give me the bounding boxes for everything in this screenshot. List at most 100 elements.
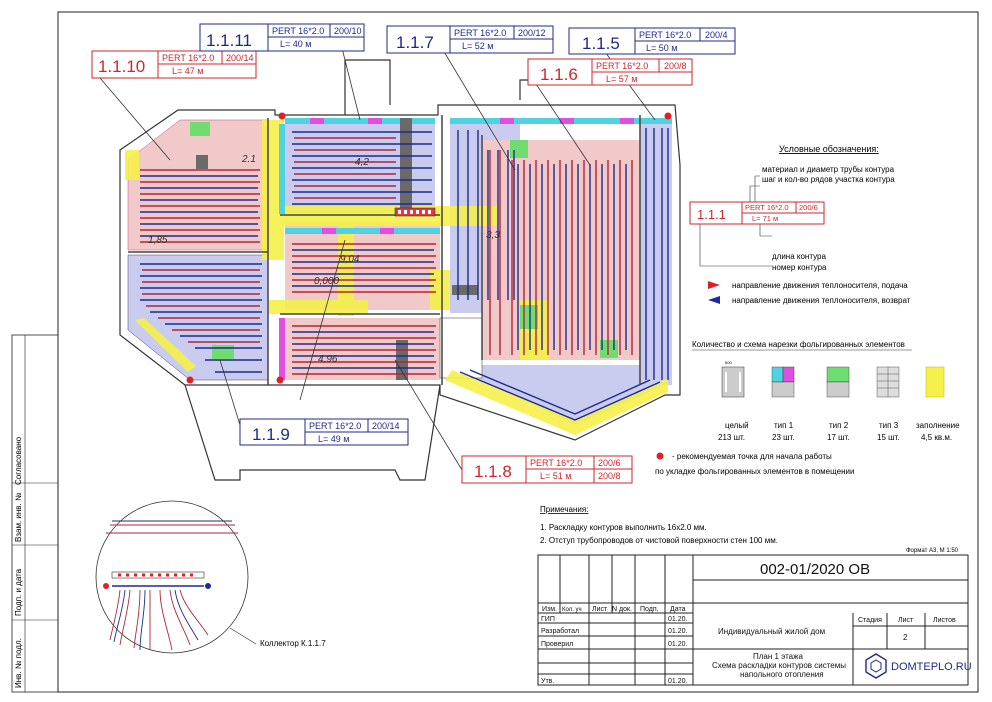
stamp-stage-header: Стадия — [858, 617, 882, 624]
callout-step: 200/10 — [334, 26, 362, 36]
callout-pipe: PERT 16*2.0 — [272, 26, 324, 36]
callout-step: 200/14 — [226, 53, 254, 63]
side-label-sign-date: Подп. и дата — [14, 568, 23, 616]
callout-length: L= 50 м — [646, 43, 677, 53]
callout-length: L= 52 м — [462, 41, 493, 51]
callout-pipe: PERT 16*2.0 — [162, 53, 214, 63]
callout-pipe: PERT 16*2.0 — [309, 421, 361, 431]
legend-sample-step: 200/6 — [799, 203, 818, 212]
element-name-1: целый — [725, 421, 749, 430]
start-point-legend: - рекомендуемая точка для начала работы … — [655, 452, 854, 476]
element-whole-icon — [721, 366, 745, 398]
callout-1-1-6: 1.1.6 PERT 16*2.0 200/8 L= 57 м — [527, 58, 693, 86]
legend-title: Условные обозначения: — [779, 144, 879, 154]
callout-id: 1.1.6 — [540, 65, 578, 84]
stairs — [439, 317, 483, 379]
legend-length-label: длина контура — [772, 252, 826, 261]
callout-pipe: PERT 16*2.0 — [639, 30, 691, 40]
callout-length: L= 40 м — [280, 39, 311, 49]
stamp-date-6: 01.20. — [668, 678, 688, 685]
room-label-7: 3,3 — [486, 230, 500, 241]
legend-supply: направление движения теплоносителя, пода… — [732, 281, 908, 290]
room-label-6: 4,96 — [318, 354, 338, 365]
callout-step: 200/8 — [664, 61, 687, 71]
element-type2-icon — [826, 366, 850, 383]
title-stamp — [537, 554, 969, 686]
callout-length: L= 51 м — [540, 471, 571, 481]
notes-title: Примечания: — [540, 505, 588, 514]
domteplo-logo-icon — [865, 653, 887, 679]
stamp-plan-sub-2: напольного отопления — [740, 670, 824, 679]
inner-walls — [128, 115, 641, 385]
element-name-3: тип 2 — [829, 421, 849, 430]
room-label-3: 1,85 — [148, 235, 168, 246]
callout-step: 200/12 — [518, 28, 546, 38]
stamp-object: Индивидуальный жилой дом — [718, 627, 825, 636]
callout-1-1-11: 1.1.11 PERT 16*2.0 200/10 L= 40 м — [199, 23, 365, 52]
element-count-5: 4,5 кв.м. — [921, 433, 952, 442]
callout-length: L= 47 м — [172, 66, 203, 76]
element-count-3: 17 шт. — [827, 433, 850, 442]
foil-elements: Количество и схема нарезки фольгированны… — [692, 340, 960, 442]
stamp-sheet-number: 2 — [903, 633, 908, 642]
element-filler-icon — [925, 366, 945, 398]
callout-1-1-10: 1.1.10 PERT 16*2.0 200/14 L= 47 м — [91, 50, 257, 79]
element-count-4: 15 шт. — [877, 433, 900, 442]
collector-label: Коллектор К.1.1.7 — [260, 639, 326, 648]
callout-1-1-8: 1.1.8 PERT 16*2.0 200/6 L= 51 м 200/8 — [461, 455, 633, 484]
legend-sample-id: 1.1.1 — [697, 207, 726, 222]
stamp-date-1: 01.20. — [668, 616, 688, 623]
stamp-header-1: Изм. — [542, 606, 557, 613]
left-side-strip: Согласовано Взам. инв. № Подп. и дата Ин… — [11, 334, 59, 693]
room-1-1-5 — [640, 118, 672, 385]
callout-pipe: PERT 16*2.0 — [596, 61, 648, 71]
stamp-header-2: Кол. уч — [562, 607, 582, 613]
callout-step: 200/6 — [598, 458, 621, 468]
element-name-4: тип 3 — [879, 421, 899, 430]
format-label: Формат А3, М 1:50 — [906, 548, 959, 554]
stamp-role-6: Утв. — [541, 678, 554, 685]
room-bay — [450, 365, 665, 425]
note-2: 2. Отступ трубопроводов от чистовой пове… — [540, 536, 778, 545]
callout-id: 1.1.11 — [206, 31, 252, 50]
start-points — [186, 112, 672, 384]
callout-length: L= 49 м — [318, 434, 349, 444]
callout-id: 1.1.10 — [98, 57, 145, 76]
stamp-role-1: ГИП — [541, 616, 555, 623]
legend-line-2: шаг и кол-во рядов участка контура — [762, 175, 895, 184]
element-count-1: 213 шт. — [718, 433, 745, 442]
element-count-2: 23 шт. — [772, 433, 795, 442]
collector — [394, 207, 436, 217]
notes: Примечания: 1. Раскладку контуров выполн… — [540, 505, 778, 545]
side-label-inv: Инв. № подл. — [14, 638, 23, 688]
room-label-1: 2.1 — [241, 154, 256, 165]
room-labels: 2.1 4,2 1,85 9,04 0,000 4,96 3,3 — [148, 154, 500, 365]
supply-arrow-icon — [708, 281, 720, 289]
stamp-header-3: Лист — [592, 606, 608, 613]
elements-title: Количество и схема нарезки фольгированны… — [692, 340, 905, 349]
callout-step: 200/14 — [372, 421, 400, 431]
callout-1-1-9: 1.1.9 PERT 16*2.0 200/14 L= 49 м — [239, 418, 409, 446]
start-point-line-2: по укладке фольгированных элементов в по… — [655, 467, 854, 476]
stamp-sheets-header: Листов — [933, 617, 956, 624]
room-label-2: 4,2 — [355, 157, 369, 168]
stamp-role-2: Разработал — [541, 627, 579, 635]
legend: Условные обозначения: материал и диаметр… — [689, 144, 911, 305]
callout-pipe: PERT 16*2.0 — [530, 458, 582, 468]
side-label-replace: Взам. инв. № — [14, 492, 23, 542]
return-arrow-icon — [708, 296, 720, 304]
element-dim: 600 — [725, 360, 732, 365]
legend-sample-length: L= 71 м — [752, 214, 778, 223]
stamp-header-6: Дата — [670, 606, 686, 613]
callout-id: 1.1.7 — [396, 33, 434, 52]
legend-return: направление движения теплоносителя, возв… — [732, 296, 911, 305]
stamp-sheet-header: Лист — [898, 617, 914, 624]
element-type1-icon — [771, 381, 795, 398]
callout-pipe: PERT 16*2.0 — [454, 28, 506, 38]
callout-1-1-7: 1.1.7 PERT 16*2.0 200/12 L= 52 м — [386, 25, 554, 54]
stamp-plan-title: План 1 этажа — [753, 652, 803, 661]
element-name-2: тип 1 — [774, 421, 794, 430]
building-outline — [119, 59, 681, 481]
legend-sample-pipe: PERT 16*2.0 — [745, 203, 789, 212]
